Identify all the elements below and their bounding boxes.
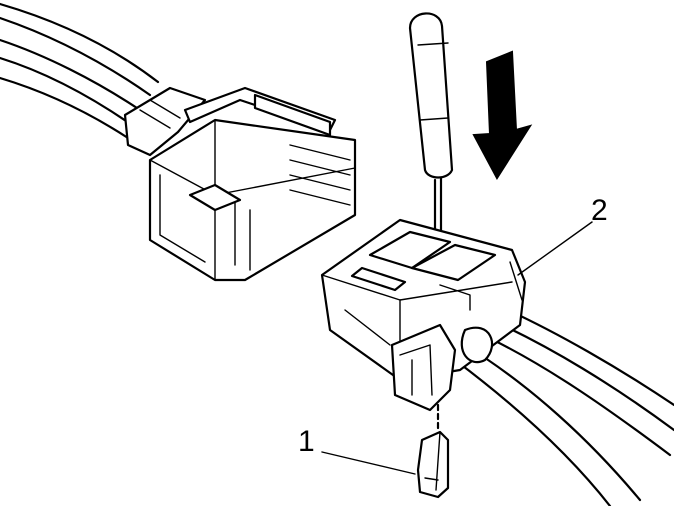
connector-housing bbox=[320, 218, 527, 412]
downward-arrow-icon bbox=[472, 50, 533, 180]
leader-line-terminal bbox=[321, 451, 416, 475]
left-mating-connector bbox=[123, 86, 357, 282]
leader-line-housing bbox=[517, 221, 593, 276]
left-wire-harness bbox=[0, 2, 160, 140]
callout-terminal: 1 bbox=[298, 425, 315, 458]
callout-connector-housing: 2 bbox=[591, 194, 608, 227]
terminal-pin bbox=[416, 403, 450, 499]
